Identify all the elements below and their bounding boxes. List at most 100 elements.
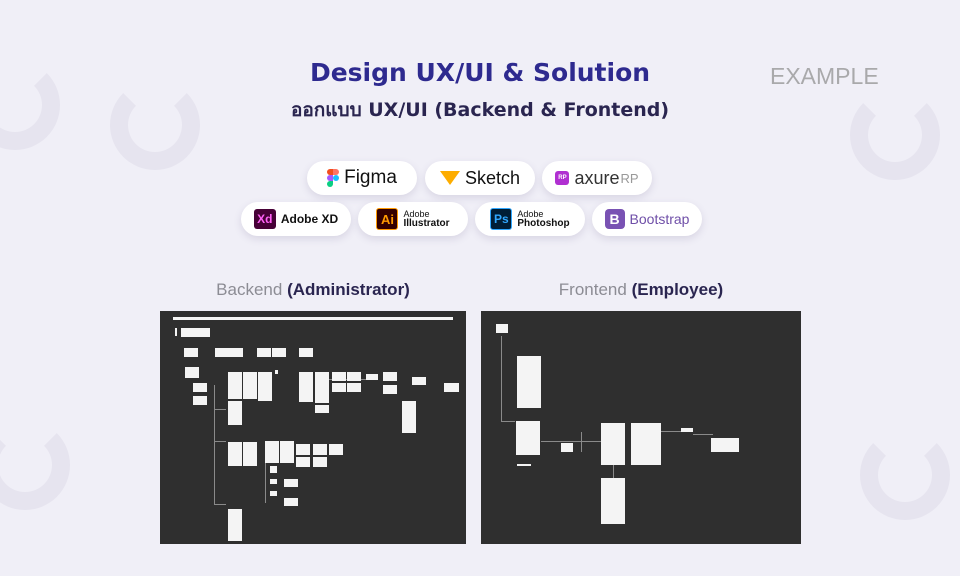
screen-thumbnail — [383, 372, 397, 381]
screen-thumbnail — [184, 348, 198, 357]
section-role: (Employee) — [631, 280, 724, 299]
screen-thumbnail — [265, 441, 279, 463]
tool-sketch: Sketch — [425, 161, 535, 195]
screen-thumbnail — [601, 478, 625, 524]
illustrator-icon: Ai — [376, 208, 399, 230]
adobe-xd-icon: Xd — [253, 209, 276, 229]
screen-thumbnail — [284, 498, 298, 506]
screen-thumbnail — [229, 348, 243, 357]
tool-adobe-xd: Xd Adobe XD — [241, 202, 351, 236]
page-subtitle: ออกแบบ UX/UI (Backend & Frontend) — [290, 99, 670, 121]
flow-connector — [214, 441, 226, 442]
screen-thumbnail — [270, 491, 277, 496]
screen-thumbnail — [402, 401, 416, 433]
screen-thumbnail — [280, 441, 294, 463]
screen-thumbnail — [296, 457, 310, 467]
screen-thumbnail — [193, 383, 207, 392]
frontend-label: Frontend (Employee) — [481, 280, 801, 300]
screen-thumbnail — [181, 328, 210, 337]
screen-thumbnail — [270, 479, 277, 484]
tool-name: Figma — [344, 167, 397, 188]
flow-connector — [641, 431, 681, 432]
section-role: (Administrator) — [287, 280, 410, 299]
screen-thumbnail — [299, 348, 313, 357]
screen-thumbnail — [444, 383, 459, 392]
screen-thumbnail — [601, 423, 625, 465]
flow-connector — [693, 434, 713, 435]
screen-thumbnail — [313, 444, 327, 455]
section-name: Frontend — [558, 280, 627, 299]
screen-thumbnail — [243, 442, 257, 466]
screen-thumbnail — [412, 377, 426, 385]
screen-thumbnail — [711, 438, 739, 452]
screen-thumbnail — [175, 328, 177, 336]
tool-suffix: RP — [620, 170, 639, 186]
screen-thumbnail — [228, 442, 242, 466]
flow-connector — [265, 463, 266, 503]
screen-thumbnail — [681, 428, 693, 432]
figma-icon — [327, 169, 340, 187]
frontend-flow-diagram — [481, 311, 801, 544]
screen-thumbnail — [243, 372, 257, 399]
screen-thumbnail — [383, 385, 397, 394]
tool-figma: Figma — [307, 161, 417, 195]
bootstrap-icon: B — [604, 209, 625, 229]
screen-thumbnail — [228, 372, 242, 399]
sketch-icon — [439, 171, 460, 185]
tool-name: Bootstrap — [629, 211, 690, 227]
screen-thumbnail — [315, 405, 329, 413]
screen-thumbnail — [315, 372, 329, 403]
tool-bootstrap: B Bootstrap — [592, 202, 702, 236]
background-pattern — [0, 420, 70, 510]
screen-thumbnail — [366, 374, 378, 380]
screen-thumbnail — [332, 383, 346, 392]
flow-connector — [613, 465, 614, 478]
flow-connector — [214, 385, 215, 505]
screen-thumbnail — [517, 356, 541, 408]
screen-thumbnail — [284, 479, 298, 487]
flow-connector — [501, 336, 502, 421]
tool-name: Adobe XD — [280, 212, 339, 226]
flow-connector — [541, 441, 601, 442]
screen-thumbnail — [185, 367, 199, 378]
screen-thumbnail — [193, 396, 207, 405]
screen-thumbnail — [561, 443, 573, 452]
screen-thumbnail — [517, 464, 531, 466]
screen-thumbnail — [215, 348, 229, 357]
background-pattern — [110, 80, 200, 170]
screen-thumbnail — [347, 372, 361, 381]
tool-name-top: Adobe — [517, 209, 544, 219]
tool-name-bottom: Illustrator — [403, 218, 450, 229]
screen-thumbnail — [313, 457, 327, 467]
screen-thumbnail — [275, 370, 278, 374]
screen-thumbnail — [272, 348, 286, 357]
backend-flow-diagram — [160, 311, 466, 544]
backend-label: Backend (Administrator) — [160, 280, 466, 300]
screen-thumbnail — [496, 324, 508, 333]
tool-name-bottom: Photoshop — [517, 218, 570, 229]
screen-thumbnail — [347, 383, 361, 392]
flow-connector — [214, 504, 226, 505]
axure-icon: RP — [555, 171, 570, 185]
screen-thumbnail — [631, 423, 661, 465]
flow-connector — [581, 432, 582, 452]
tool-name: axure — [574, 167, 620, 188]
flow-connector — [501, 421, 515, 422]
example-badge: EXAMPLE — [770, 63, 879, 89]
screen-thumbnail — [516, 421, 540, 455]
screen-thumbnail — [173, 317, 453, 320]
screen-thumbnail — [329, 444, 343, 455]
photoshop-icon: Ps — [490, 208, 513, 230]
screen-thumbnail — [228, 401, 242, 425]
screen-thumbnail — [296, 444, 310, 455]
tool-name: Sketch — [464, 167, 521, 188]
screen-thumbnail — [270, 466, 277, 473]
screen-thumbnail — [332, 372, 346, 381]
screen-thumbnail — [258, 372, 272, 401]
flow-connector — [214, 409, 226, 410]
screen-thumbnail — [299, 372, 313, 402]
screen-thumbnail — [228, 509, 242, 541]
section-name: Backend — [216, 280, 283, 299]
